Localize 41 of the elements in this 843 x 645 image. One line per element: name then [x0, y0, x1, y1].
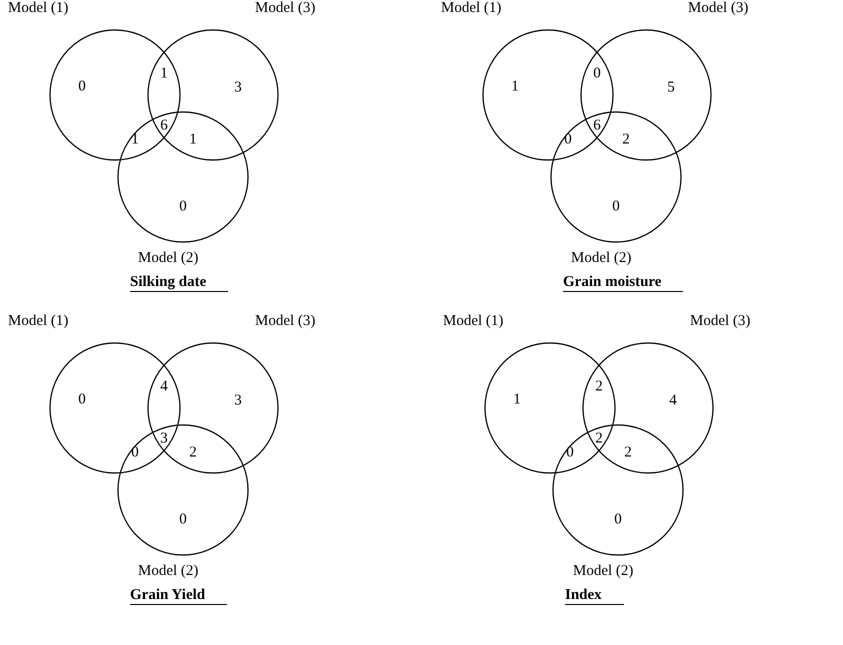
region-count: 5 [667, 80, 675, 96]
set-label: Model (1) [8, 313, 68, 330]
panel-title: Grain moisture [563, 274, 684, 292]
region-count: 4 [160, 378, 168, 396]
panel-title: Silking date [130, 274, 228, 292]
set-label: Model (1) [8, 0, 68, 17]
set-label: Model (3) [688, 0, 748, 17]
panel-title: Index [565, 587, 624, 605]
region-count: 1 [131, 132, 139, 148]
region-count: 0 [179, 512, 187, 528]
region-count: 0 [78, 392, 86, 408]
region-count: 1 [160, 66, 168, 82]
region-count: 0 [614, 512, 622, 528]
set-label: Model (1) [441, 0, 502, 17]
set-label: Model (2) [571, 250, 632, 267]
region-count: 1 [513, 392, 521, 408]
region-count: 1 [511, 78, 519, 96]
set-label: Model (2) [138, 563, 198, 580]
panel-title: Grain Yield [130, 587, 228, 605]
region-count: 2 [189, 444, 197, 462]
set-label: Model (3) [690, 313, 750, 330]
region-count: 3 [234, 80, 242, 96]
region-count: 3 [234, 392, 242, 410]
region-count: 2 [622, 132, 630, 148]
set-label: Model (1) [443, 313, 504, 330]
region-count: 2 [595, 378, 603, 396]
region-count: 0 [78, 78, 86, 96]
set-label: Model (3) [255, 0, 316, 17]
region-count: 6 [160, 118, 168, 134]
region-count: 2 [624, 444, 632, 462]
region-count: 2 [595, 430, 603, 448]
region-count: 0 [593, 66, 601, 82]
region-count: 1 [189, 132, 197, 148]
region-count: 0 [612, 198, 620, 216]
set-label: Model (2) [138, 250, 198, 267]
set-label: Model (3) [255, 313, 316, 330]
region-count: 4 [669, 392, 677, 410]
set-label: Model (2) [573, 563, 634, 580]
region-count: 0 [179, 198, 187, 216]
region-count: 6 [593, 118, 601, 134]
region-count: 3 [160, 430, 168, 448]
